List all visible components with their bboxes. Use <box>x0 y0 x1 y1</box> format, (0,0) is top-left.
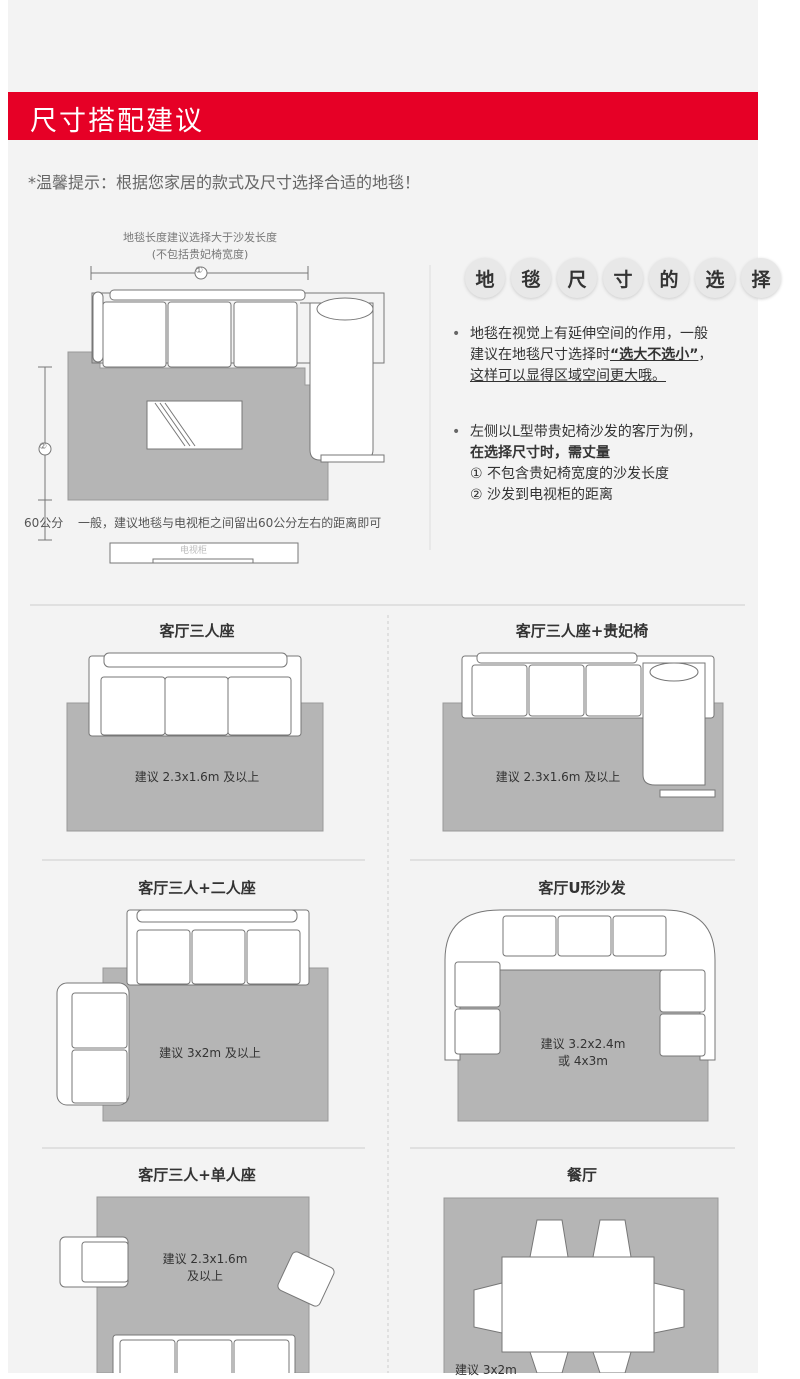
heading-char: 择 <box>741 258 781 298</box>
tv-cabinet-label: 电视柜 <box>180 546 208 556</box>
bullet-2-line-1: 左侧以L型带贵妃椅沙发的客厅为例， <box>470 424 702 440</box>
comma: ， <box>698 347 713 363</box>
bullet-2: • 左侧以L型带贵妃椅沙发的客厅为例， 在选择尺寸时，需丈量 ① 不包含贵妃椅宽… <box>452 422 762 506</box>
rug-length-sublabel: (不包括贵妃椅宽度) <box>151 248 249 261</box>
rug-size-alt: 及以上 <box>186 1269 223 1283</box>
marker-1: ① <box>195 266 204 276</box>
rug-size: 建议 2.3x1.6m 及以上 <box>134 770 260 784</box>
rug-size-alt: 或 4x3m <box>558 1054 608 1068</box>
panel-title: 客厅三人+二人座 <box>138 879 256 897</box>
heading-char: 寸 <box>603 258 643 298</box>
bullet-2-line-3: ① 不包含贵妃椅宽度的沙发长度 <box>470 466 670 482</box>
panel-title: 客厅三人座+贵妃椅 <box>515 622 649 640</box>
rug-size: 建议 2.3x1.6m <box>162 1252 248 1266</box>
panel-title: 客厅U形沙发 <box>538 879 626 897</box>
panel-title: 餐厅 <box>566 1166 597 1184</box>
panel-title: 客厅三人座 <box>159 622 235 640</box>
heading-char: 的 <box>649 258 689 298</box>
rug-size: 建议 3x2m <box>455 1363 517 1377</box>
section-banner <box>8 92 758 140</box>
heading-char: 尺 <box>557 258 597 298</box>
rug-size: 建议 3x2m 及以上 <box>159 1046 261 1060</box>
bullet-1: • 地毯在视觉上有延伸空间的作用，一般 建议在地毯尺寸选择时“选大不选小”， 这… <box>452 324 762 387</box>
bullet-dot: • <box>452 424 461 440</box>
heading-char: 地 <box>465 258 505 298</box>
emphasis-text: “选大不选小” <box>610 347 699 363</box>
distance-label: 60公分 <box>24 516 64 530</box>
distance-note: 一般，建议地毯与电视柜之间留出60公分左右的距离即可 <box>78 516 382 530</box>
heading-char: 选 <box>695 258 735 298</box>
rug-size: 建议 2.3x1.6m 及以上 <box>495 770 621 784</box>
section-title: 尺寸搭配建议 <box>30 106 204 137</box>
bullet-1-line-2: 建议在地毯尺寸选择时 <box>470 347 610 363</box>
rug-size: 建议 3.2x2.4m <box>540 1037 626 1051</box>
bullet-1-line-1: 地毯在视觉上有延伸空间的作用，一般 <box>470 326 708 342</box>
bullet-2-line-2: 在选择尺寸时，需丈量 <box>470 445 610 461</box>
marker-2: ② <box>39 442 48 452</box>
bullet-2-line-4: ② 沙发到电视柜的距离 <box>470 487 614 503</box>
bullet-dot: • <box>452 326 461 342</box>
panel-title: 客厅三人+单人座 <box>138 1166 256 1184</box>
heading-char: 毯 <box>511 258 551 298</box>
rug-length-label: 地毯长度建议选择大于沙发长度 <box>123 231 277 244</box>
selection-heading: 地 毯 尺 寸 的 选 择 <box>465 258 781 298</box>
tip-text: *温馨提示：根据您家居的款式及尺寸选择合适的地毯！ <box>28 173 421 192</box>
bullet-1-line-3: 这样可以显得区域空间更大哦。 <box>470 368 666 384</box>
